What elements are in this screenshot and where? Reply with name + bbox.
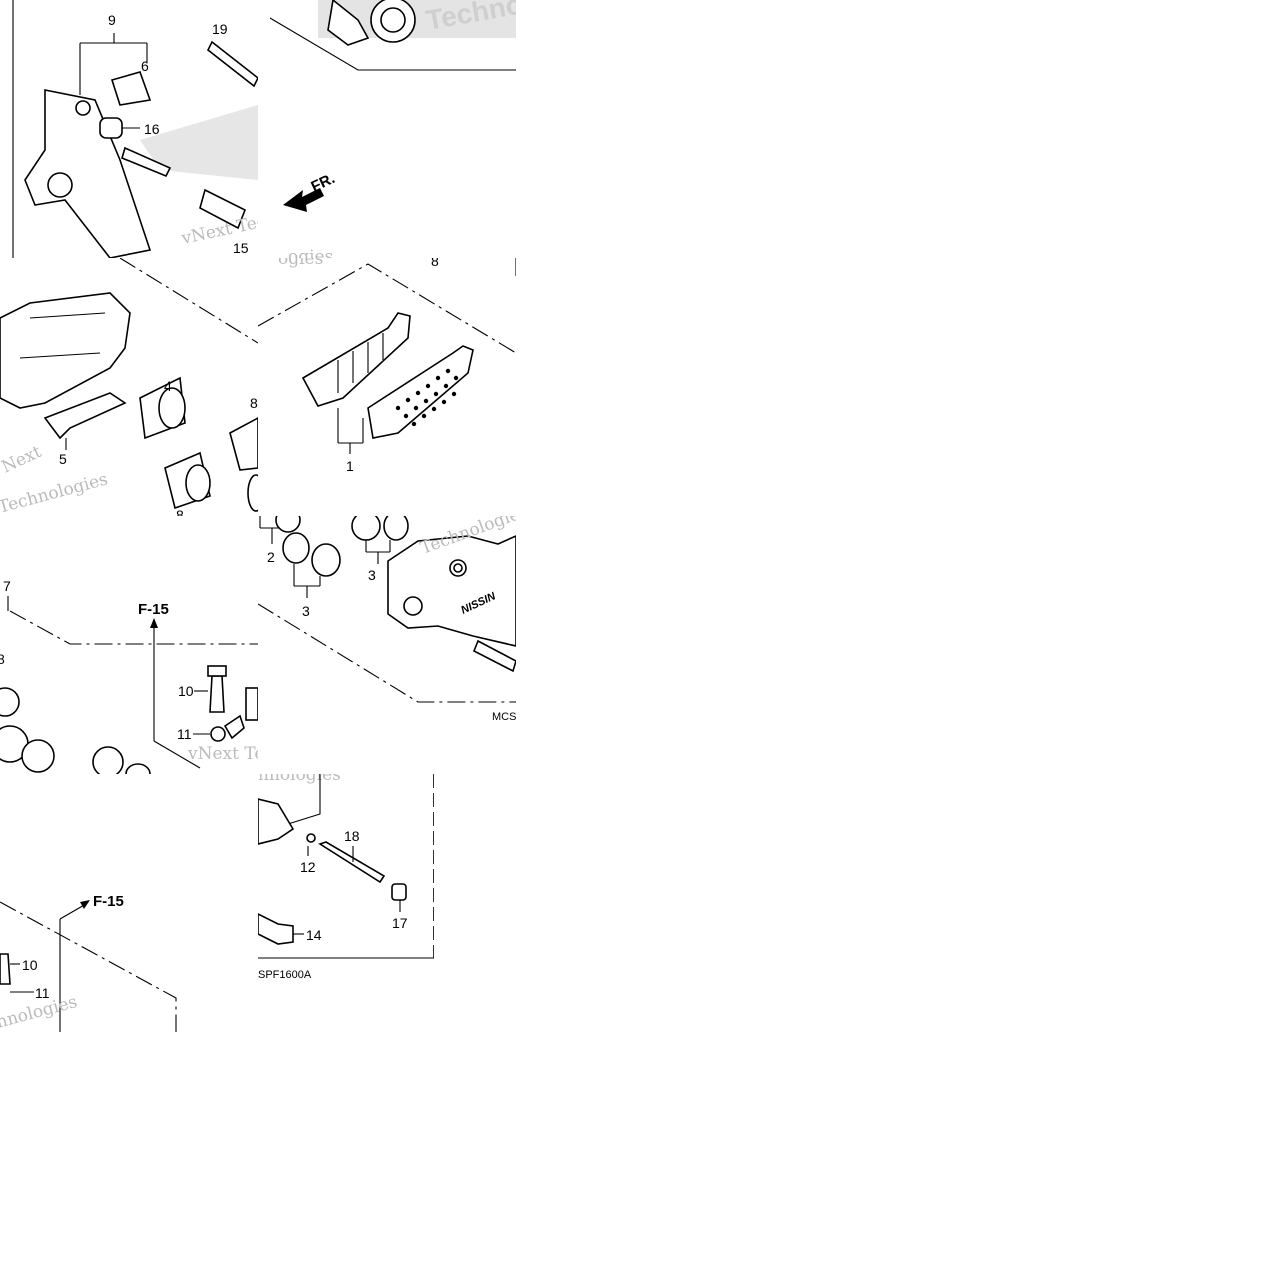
front-arrow-icon [283, 188, 324, 212]
pad-retainer [43, 392, 127, 440]
pad-spring-clip [110, 71, 152, 106]
callout-label: 8 [0, 651, 5, 667]
diagram-code-drawing: SPF1600A [258, 969, 312, 981]
callout-label: 16 [144, 121, 160, 137]
tile-piston-seals-left: 7 F-15 8 10 11 vNext Technologies [0, 516, 258, 774]
o-ring-12 [306, 833, 316, 843]
reference-label: F-15 [138, 601, 169, 618]
callout-label: 15 [233, 240, 249, 256]
front-arrow-drawing: Techno FR. ogies [269, 0, 516, 258]
callout-label: 6 [141, 58, 149, 74]
diagram-code: MCS [492, 711, 516, 723]
caliper-body-drawing: 2 3 3 NISSIN Technologies [258, 516, 516, 723]
callout-label: 2 [267, 549, 275, 565]
callout-label: 19 [212, 21, 228, 37]
callout-label: 17 [392, 915, 408, 931]
callout-label: 8 [431, 258, 439, 269]
callout-label: 4 [164, 378, 172, 394]
callout-label: 3 [302, 603, 310, 619]
lower-left-drawing: F-15 10 11 hnologies [0, 893, 177, 1032]
valve-cap [210, 726, 226, 742]
bleed-valve [207, 665, 227, 713]
brake-pad-1 [301, 312, 411, 407]
callout-label: 11 [177, 726, 192, 742]
tile-caliper-half: Next Technologies 4 5 8 8 [0, 258, 258, 516]
pin-boot-17 [391, 883, 407, 901]
callout-label: 8 [176, 507, 184, 516]
slide-pin [121, 146, 172, 178]
sleeve-4 [139, 376, 186, 440]
reference-label: F-15 [93, 893, 124, 910]
boot [99, 117, 123, 139]
bleed-valve-left [0, 953, 11, 985]
callout-label: 5 [59, 451, 67, 467]
callout-label: 12 [300, 859, 316, 875]
brake-pad-2 [367, 345, 474, 439]
callout-label: 9 [108, 12, 116, 28]
watermark-text: Next [0, 442, 45, 478]
callout-label: 18 [344, 828, 360, 844]
caliper-bolt [472, 639, 516, 673]
watermark-text: ogies [278, 258, 323, 269]
sleeve-8a [164, 451, 211, 510]
tile-lower-left: F-15 10 11 hnologies [0, 774, 258, 1032]
callout-label: 8 [250, 395, 258, 411]
tile-bracket: vNext Technologies 9 6 16 19 15 [0, 0, 258, 258]
diagram-code: SPF1600A [258, 969, 312, 981]
bolt-14 [258, 913, 294, 945]
callout-label: 10 [22, 957, 38, 973]
callout-label: 3 [368, 567, 376, 583]
watermark-text: hnologies [258, 774, 341, 785]
callout-label: 7 [3, 578, 11, 594]
callout-label: 10 [178, 683, 194, 699]
caliper-half [0, 292, 131, 409]
bracket-drawing: vNext Technologies 9 6 16 19 15 [12, 0, 258, 258]
watermark-text: Technologies [0, 469, 110, 516]
tile-pins-bolts: hnologies 12 18 17 14 [258, 774, 434, 964]
brake-pads-drawing: ogies 8 1 [258, 258, 516, 474]
watermark-text: ogies [288, 247, 333, 258]
slide-pin-18 [318, 841, 386, 884]
pins-bolts-drawing: hnologies 12 18 17 14 [258, 774, 434, 959]
caliper-bracket [24, 89, 152, 258]
tile-front-arrow: Techno FR. ogies [258, 0, 516, 258]
tile-caliper-body: 2 3 3 NISSIN Technologies [258, 516, 516, 774]
caliper-body: NISSIN [387, 535, 516, 647]
watermark-text: vNext Technologies [187, 744, 258, 764]
front-direction-label: FR. [309, 170, 338, 196]
tile-brake-pads: ogies 8 1 [258, 258, 516, 516]
caliper-half-drawing: Next Technologies 4 5 8 8 [0, 258, 258, 516]
piston-seals-left-drawing: 7 F-15 8 10 11 vNext Technologies [0, 578, 258, 774]
tile-diagram-code: SPF1600A [258, 964, 358, 984]
callout-label: 14 [306, 927, 322, 943]
bolt-19 [206, 40, 258, 88]
callout-label: 1 [346, 458, 354, 474]
callout-label: 11 [35, 985, 50, 1001]
